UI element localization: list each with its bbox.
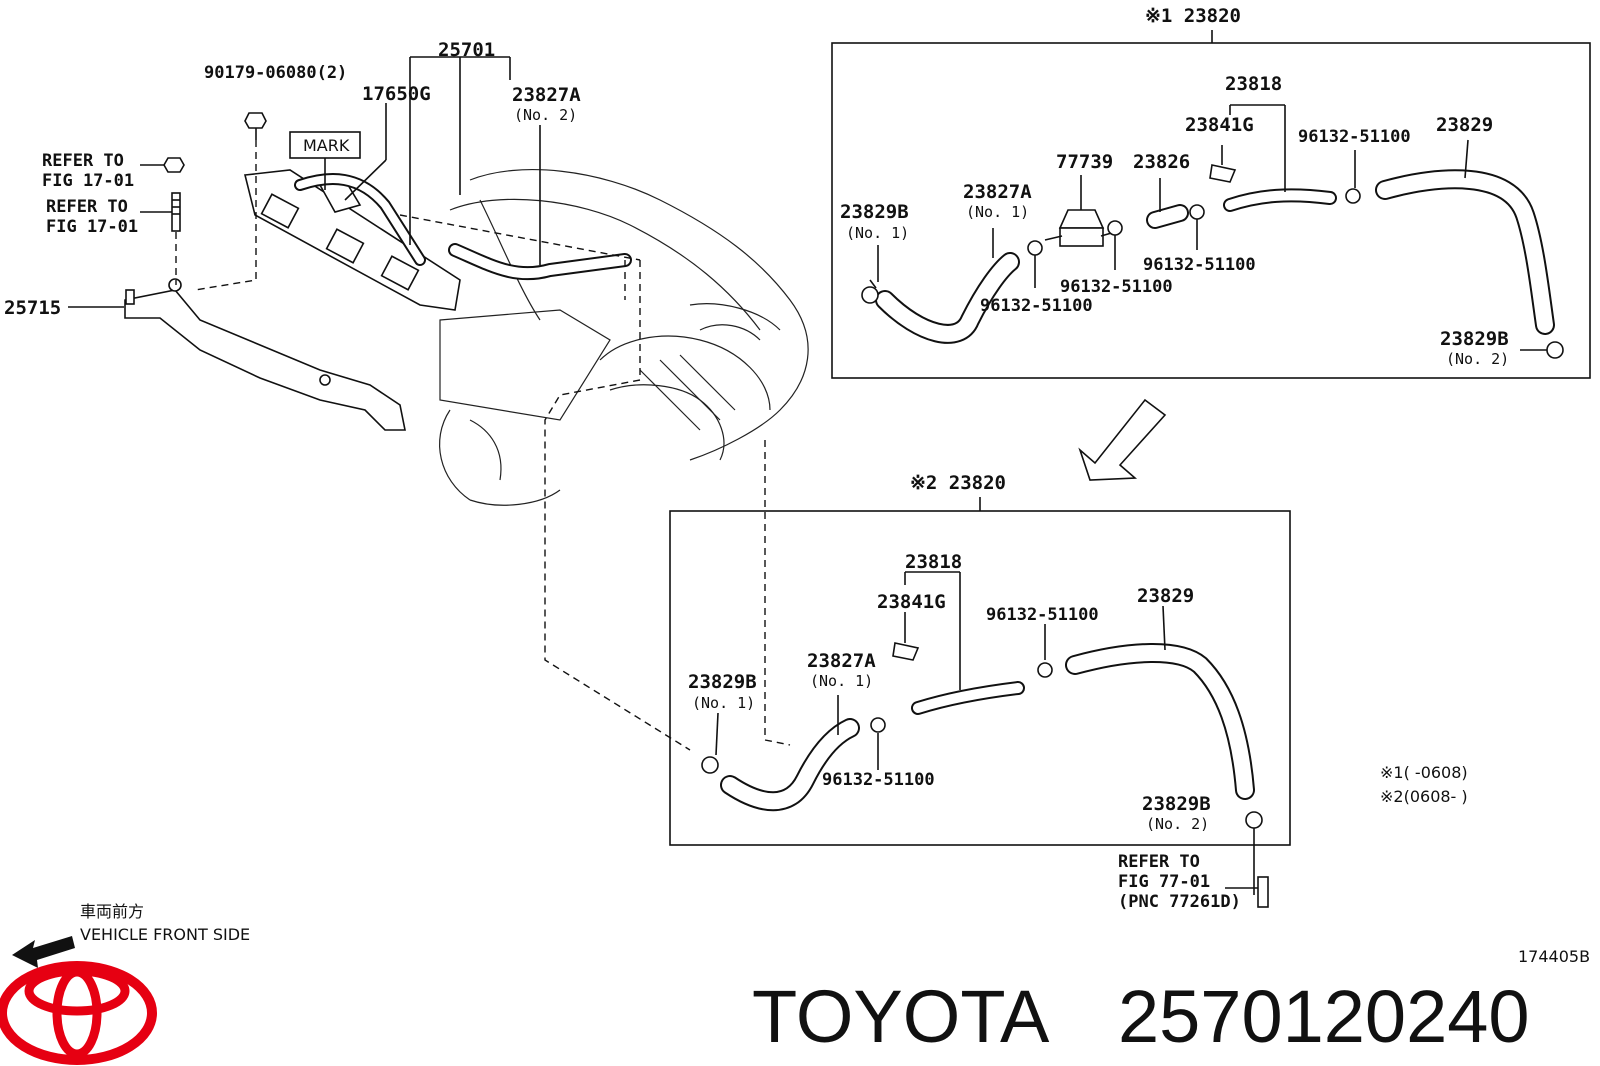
label-23841g: 23841G <box>1185 114 1254 136</box>
clamp-icon <box>701 756 719 774</box>
clamp-icon <box>870 717 886 733</box>
direction-jp: 車両前方 <box>80 902 144 921</box>
box1-header: ※1 23820 <box>1145 5 1241 27</box>
label-23829: 23829 <box>1137 585 1194 607</box>
label-23829b: 23829B <box>1142 793 1211 815</box>
label-23829b: 23829B <box>1440 328 1509 350</box>
engine-sketch <box>439 169 809 506</box>
label-23818: 23818 <box>905 551 962 573</box>
toyota-logo <box>0 961 157 1065</box>
refer-to-line1: REFER TO <box>1118 852 1200 872</box>
direction-en: VEHICLE FRONT SIDE <box>80 925 250 944</box>
label-23829b-sub: (No. 1) <box>846 224 909 242</box>
refer-to-line1: REFER TO <box>42 151 124 171</box>
ref3-labels: REFER TO FIG 77-01 (PNC 77261D) <box>1118 852 1241 912</box>
note-2: ※2(0608- ) <box>1380 787 1468 806</box>
label-mark: MARK <box>303 136 350 155</box>
label-23841g: 23841G <box>877 591 946 613</box>
refer-to-line2: FIG 17-01 <box>46 217 138 237</box>
stud-icon <box>171 192 181 232</box>
label-23827a-main-sub: (No. 2) <box>514 106 577 124</box>
refer-to-line2: FIG 77-01 <box>1118 872 1210 892</box>
nut-icon <box>163 157 185 173</box>
label-90179: 90179-06080(2) <box>204 63 347 83</box>
bracket-25715 <box>124 278 406 431</box>
clamp-icon <box>1027 240 1043 256</box>
label-23827a: 23827A <box>963 181 1032 203</box>
brand-name: TOYOTA <box>752 975 1050 1058</box>
main-leaders <box>68 56 791 751</box>
clamp-icon <box>861 279 879 304</box>
box2-labels: ※2 23820 23818 23841G 96132-51100 23829 … <box>688 472 1211 833</box>
arrow-down-left-icon <box>1078 398 1167 481</box>
clip-23841G-icon <box>892 642 920 661</box>
label-25715: 25715 <box>4 297 61 319</box>
note-1: ※1( -0608) <box>1380 763 1468 782</box>
intake-bracket <box>244 169 461 311</box>
label-23826: 23826 <box>1133 151 1190 173</box>
part-number: 2570120240 <box>1118 975 1530 1058</box>
clamp-icon <box>1520 341 1564 359</box>
label-23827a-sub: (No. 1) <box>966 203 1029 221</box>
diagram-code: 174405B <box>1518 947 1590 966</box>
label-96132: 96132-51100 <box>1298 127 1411 147</box>
clamp-icon <box>1189 204 1205 220</box>
clamp-icon <box>1037 662 1053 678</box>
label-23829b: 23829B <box>840 201 909 223</box>
valve-77739-icon <box>1044 175 1116 247</box>
label-23829b-sub: (No. 1) <box>692 694 755 712</box>
label-17650g: 17650G <box>362 83 431 105</box>
label-25701: 25701 <box>438 39 495 61</box>
refer-to-line3: (PNC 77261D) <box>1118 892 1241 912</box>
clamp-icon <box>1107 220 1123 236</box>
label-23827a-main: 23827A <box>512 84 581 106</box>
label-96132: 96132-51100 <box>980 296 1093 316</box>
main-labels: 25701 90179-06080(2) 17650G MARK 23827A … <box>4 39 581 319</box>
notes: ※1( -0608) ※2(0608- ) <box>1380 763 1468 806</box>
label-23829: 23829 <box>1436 114 1493 136</box>
refer-to-line2: FIG 17-01 <box>42 171 134 191</box>
box1-labels: ※1 23820 23818 23841G 96132-51100 23829 … <box>840 5 1509 368</box>
label-96132: 96132-51100 <box>986 605 1099 625</box>
label-23818: 23818 <box>1225 73 1282 95</box>
box-1 <box>831 30 1591 379</box>
label-96132: 96132-51100 <box>822 770 935 790</box>
vehicle-front-arrow-icon <box>12 936 75 968</box>
label-23827a-sub: (No. 1) <box>810 672 873 690</box>
label-23829b: 23829B <box>688 671 757 693</box>
clamp-icon <box>1345 188 1361 204</box>
clamp-icon <box>1245 811 1263 829</box>
label-96132: 96132-51100 <box>1060 277 1173 297</box>
label-96132: 96132-51100 <box>1143 255 1256 275</box>
box-2 <box>669 497 1291 908</box>
box2-header: ※2 23820 <box>910 472 1006 494</box>
nut-icon <box>244 112 267 140</box>
label-23829b-sub: (No. 2) <box>1446 350 1509 368</box>
label-23827a: 23827A <box>807 650 876 672</box>
clip-23841G-icon <box>1209 164 1237 183</box>
label-77739: 77739 <box>1056 151 1113 173</box>
label-23829b-sub: (No. 2) <box>1146 815 1209 833</box>
refer-to-line1: REFER TO <box>46 197 128 217</box>
